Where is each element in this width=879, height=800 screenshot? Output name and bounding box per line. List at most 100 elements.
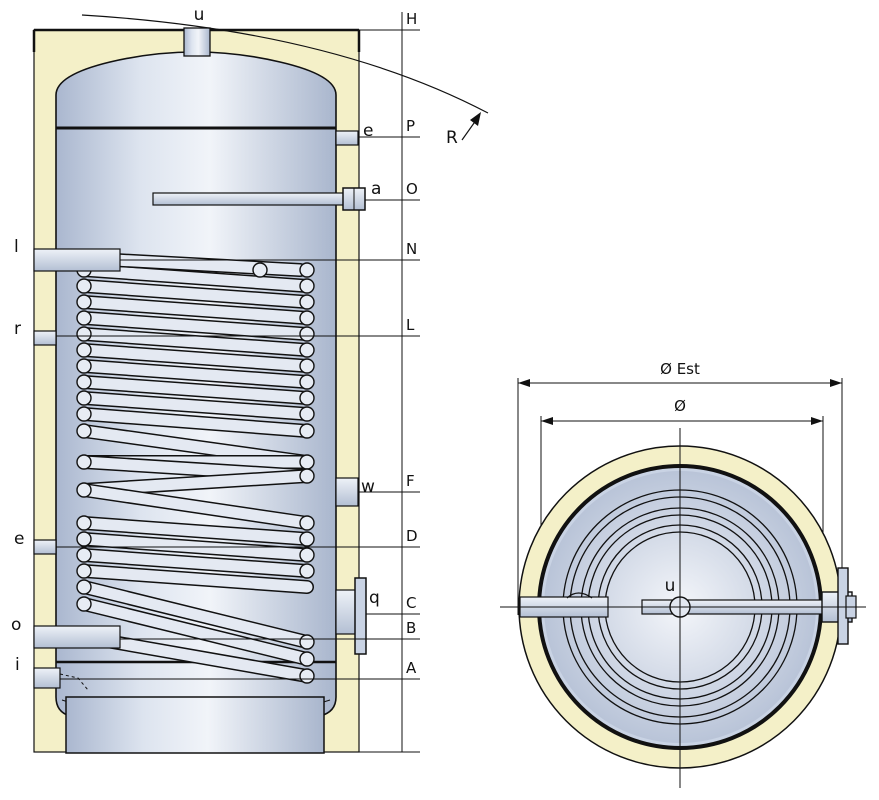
- coil-tube-upper: [78, 408, 313, 437]
- flange-neck: [335, 589, 357, 635]
- port-label-q: q: [369, 588, 380, 608]
- coil-tube-upper: [78, 344, 313, 372]
- connection-pipe-e-top: [335, 130, 359, 146]
- level-label-N: N: [406, 240, 417, 258]
- port-label-l: l: [14, 237, 19, 257]
- coil-end-left: [76, 326, 92, 342]
- inner-diameter-label: Ø: [674, 397, 686, 415]
- port-label-a: a: [371, 179, 381, 199]
- coil-inlet-pipe-l: [33, 248, 121, 272]
- connection-pipe-r: [33, 330, 57, 346]
- coil-end-right: [299, 515, 315, 531]
- radius-label: R: [446, 128, 458, 148]
- height-dimension-marks: H P O N L F D CB A: [56, 10, 420, 753]
- flange-plate: [354, 577, 367, 655]
- coil-end-left: [76, 563, 92, 579]
- coil-tube-lower: [78, 517, 313, 545]
- level-label-O: O: [406, 180, 418, 198]
- port-label-r: r: [14, 319, 21, 339]
- port-label-o: o: [11, 615, 21, 635]
- coil-end-left: [76, 358, 92, 374]
- level-label-A: A: [406, 659, 417, 677]
- coil-end-right: [299, 454, 315, 470]
- coil-end-left: [76, 423, 92, 439]
- coil-end-left: [76, 390, 92, 406]
- level-label-C: C: [406, 594, 416, 612]
- coil-tube-upper: [78, 280, 313, 308]
- coil-end-right: [299, 547, 315, 563]
- coil-end-right: [299, 374, 315, 390]
- coil-tube-zigzag: [78, 470, 313, 496]
- coil-end-right: [299, 262, 315, 278]
- coil-end-right: [252, 262, 268, 278]
- port-label-w: w: [361, 477, 375, 497]
- level-label-P: P: [406, 117, 415, 135]
- coil-tube-upper: [78, 264, 313, 292]
- coil-end-left: [76, 374, 92, 390]
- radius-arrowhead: [470, 112, 481, 126]
- coil-end-left: [76, 531, 92, 547]
- coil-end-left: [76, 547, 92, 563]
- inlet-pipe-i: [33, 667, 61, 689]
- coil-end-right: [299, 651, 315, 667]
- coil-end-right: [299, 634, 315, 650]
- coil-end-right: [299, 406, 315, 422]
- coil-end-right: [299, 668, 315, 684]
- port-label-i: i: [15, 655, 20, 675]
- coil-tube-upper: [78, 376, 313, 404]
- radius-arc: [81, 14, 489, 114]
- coil-end-left: [76, 342, 92, 358]
- coil-end-right: [299, 294, 315, 310]
- coil-tube-upper: [78, 296, 313, 324]
- top-connection-pipe: [183, 27, 211, 57]
- coil-end-right: [299, 468, 315, 484]
- coil-end-right: [299, 563, 315, 579]
- coil-outlet-pipe-o: [33, 625, 121, 649]
- level-label-L: L: [406, 316, 415, 334]
- coil-end-left: [76, 294, 92, 310]
- coil-end-left: [76, 406, 92, 422]
- coil-tube-lower-zigzag: [78, 631, 313, 682]
- dip-tube-dash: [59, 673, 89, 691]
- coil-end-right: [299, 531, 315, 547]
- coil-end-right: [299, 390, 315, 406]
- coil-end-left: [76, 515, 92, 531]
- coil-end-left: [76, 278, 92, 294]
- coil-end-left: [76, 596, 92, 612]
- coil-end-left: [76, 454, 92, 470]
- port-label-e-bottom: e: [14, 529, 24, 549]
- coil-tube-upper: [78, 312, 313, 340]
- outer-diameter-label: Ø Est: [660, 360, 700, 378]
- coil-end-right: [299, 423, 315, 439]
- coil-end-right: [299, 310, 315, 326]
- top-view: Ø Est Ø u: [500, 360, 866, 788]
- anode-rod: [152, 192, 354, 206]
- coil-tube-upper: [78, 360, 313, 388]
- coil-end-right: [299, 278, 315, 294]
- coil-inlet-tube: [109, 254, 306, 276]
- coil-tube-upper: [78, 392, 313, 420]
- connection-pipe-e-bottom: [33, 539, 57, 555]
- coil-tube-lower: [78, 565, 313, 593]
- level-label-H: H: [406, 10, 417, 28]
- level-label-D: D: [406, 527, 418, 545]
- heat-exchanger-coil: [76, 253, 315, 684]
- coil-tube-upper: [78, 328, 313, 356]
- coil-end-right: [299, 358, 315, 374]
- coil-end-left: [76, 310, 92, 326]
- coil-tube-lower-zigzag: [78, 598, 313, 665]
- coil-tube-lower-zigzag: [78, 581, 313, 648]
- port-label-e-top: e: [363, 121, 373, 141]
- coil-end-right: [299, 342, 315, 358]
- coil-end-right: [299, 326, 315, 342]
- level-label-F: F: [406, 472, 415, 490]
- level-label-B: B: [406, 619, 416, 637]
- connection-pipe-w: [335, 477, 359, 507]
- coil-tube-zigzag: [78, 484, 313, 529]
- center-label: u: [665, 576, 676, 596]
- support-foot: [65, 696, 325, 754]
- coil-end-left: [76, 482, 92, 498]
- coil-end-left: [76, 579, 92, 595]
